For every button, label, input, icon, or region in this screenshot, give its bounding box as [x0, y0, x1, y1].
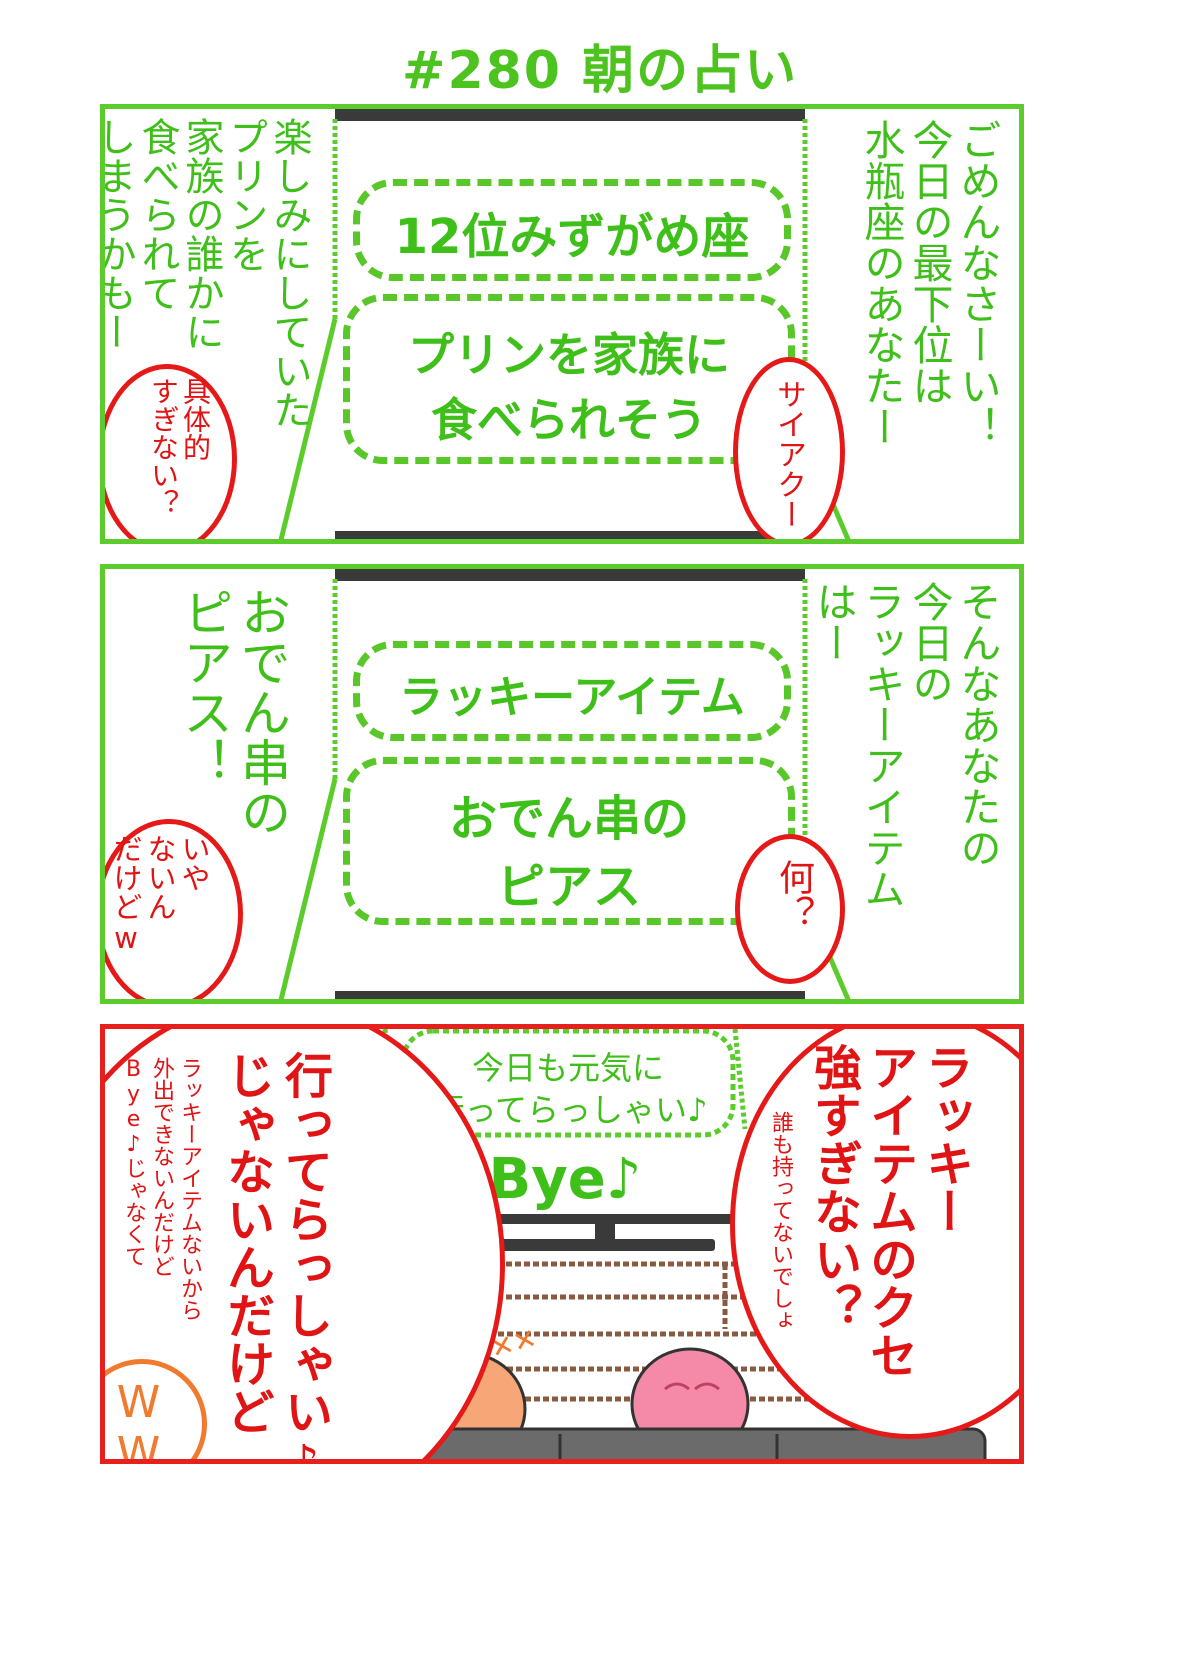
screen-fortune-line1: プリンを家族に — [408, 328, 730, 382]
panel-1-left-speech: 楽しみにしていた プリンを 家族の誰かに 食べられて しまうかもー — [100, 117, 312, 429]
tv-speech-line1: 今日も元気に — [471, 1049, 664, 1087]
screen-rank-box — [353, 179, 791, 281]
panel-3: 今日も元気に 行ってらっしゃい♪ Bye♪ ✕✕ 行ってらっしゃい♪ じゃないん… — [100, 1024, 1024, 1464]
ww-text: WW — [113, 1377, 164, 1464]
tv-speech-line2: 行ってらっしゃい♪ — [432, 1091, 708, 1129]
bubble-lucky-item-odd — [730, 1029, 1019, 1439]
bubble-no-one-has — [105, 819, 243, 999]
screen-lucky-box — [353, 641, 791, 741]
bubble-what-text: 何？ — [773, 859, 814, 931]
bubble-not-going-out-big-text: 行ってらっしゃい♪ じゃないんだけど — [218, 1051, 332, 1464]
bubble-too-specific-text: 具体的 すぎない？ — [147, 377, 212, 517]
bubble-no-one-has-text: いや ないん だけどw — [109, 834, 211, 955]
panel-2-right-speech: そんなあなたの 今日の ラッキーアイテム はー — [809, 581, 1001, 909]
bubble-what — [735, 834, 845, 984]
bubble-lucky-item-odd-big-text: ラッキー アイテムのクセ 強すぎない？ — [805, 1043, 973, 1379]
bubble-terrible — [733, 357, 845, 539]
page-title: #280 朝の占い — [401, 41, 799, 101]
panel-1: 12位みずがめ座 プリンを家族に 食べられそう 楽しみにしていた プリンを 家族… — [100, 104, 1024, 544]
panel-2: ラッキーアイテム おでん串の ピアス おでん串の ピアス！ そんなあなたの 今日… — [100, 564, 1024, 1004]
screen-rank-text: 12位みずがめ座 — [394, 209, 750, 265]
tv-bye-text: Bye♪ — [488, 1147, 642, 1212]
bubble-terrible-text: サイアクー — [771, 379, 806, 529]
screen-item-line1: おでん串の — [448, 791, 689, 847]
screen-fortune-line2: 食べられそう — [431, 393, 707, 447]
panel-1-right-speech: ごめんなさーい！ 今日の最下位は 水瓶座のあなたー — [857, 119, 1001, 447]
screen-item-line2: ピアス — [496, 859, 641, 915]
panel-2-left-speech: おでん串の ピアス！ — [175, 587, 291, 837]
bubble-lucky-item-odd-small-text: 誰も持ってないでしょ — [768, 1111, 793, 1331]
bubble-too-specific — [105, 364, 237, 539]
screen-lucky-text: ラッキーアイテム — [399, 672, 745, 723]
bubble-not-going-out-small-text: ラッキーアイテムないから 外出できないんだけど Bye♪じゃなくて — [121, 1057, 202, 1321]
